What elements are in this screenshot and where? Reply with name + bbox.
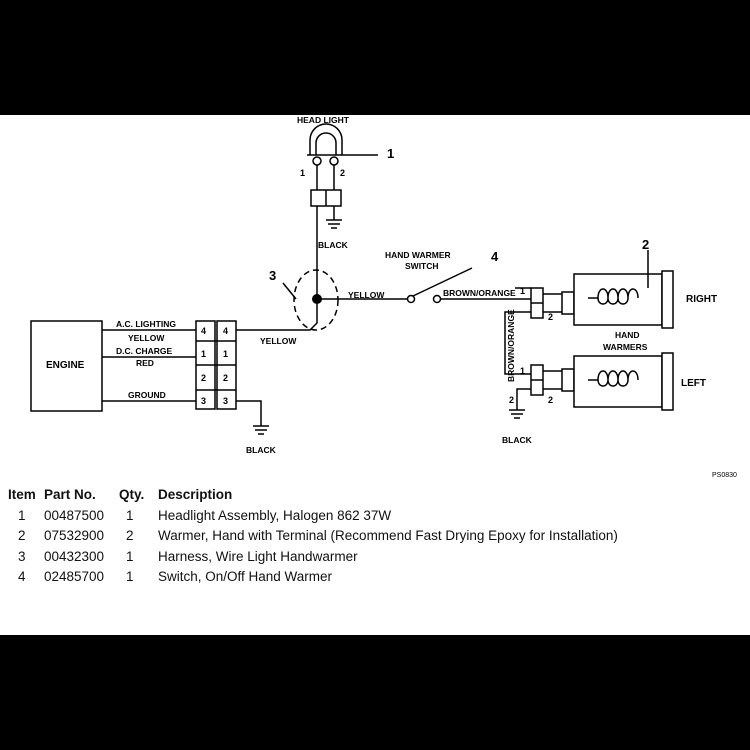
row-part-no: 00432300 <box>44 548 105 564</box>
callout-2: 2 <box>642 237 649 252</box>
headlight-pin2: 2 <box>340 168 345 178</box>
conn-left-pin: 4 <box>201 326 206 336</box>
hand-warmers-line2: WARMERS <box>603 342 648 352</box>
row-qty: 2 <box>126 528 134 543</box>
callout-3: 3 <box>269 268 276 283</box>
figure-code: PS0830 <box>712 472 737 479</box>
headlight-label: HEAD LIGHT <box>297 115 350 125</box>
row-description: Headlight Assembly, Halogen 862 37W <box>158 507 392 523</box>
row-description: Warmer, Hand with Terminal (Recommend Fa… <box>158 528 618 543</box>
dc-charge-label: D.C. CHARGE <box>116 346 173 356</box>
red-label: RED <box>136 358 154 368</box>
warmer-bot-pin2: 2 <box>548 395 553 405</box>
brown-orange-h-label: BROWN/ORANGE <box>443 288 516 298</box>
row-description: Harness, Wire Light Handwarmer <box>158 548 358 564</box>
callout-4: 4 <box>491 249 499 264</box>
ground-label: GROUND <box>128 390 166 400</box>
warmer-top-pin2: 2 <box>548 312 553 322</box>
brown-orange-v-label: BROWN/ORANGE <box>506 309 516 382</box>
conn-right-pin: 2 <box>223 373 228 383</box>
row-item: 1 <box>18 507 26 523</box>
engine-box <box>30 320 103 412</box>
warmer-bot-ground: 2 <box>509 395 514 405</box>
conn-left-pin: 1 <box>201 349 206 359</box>
row-item: 3 <box>18 548 26 564</box>
conn-left-pin: 2 <box>201 373 206 383</box>
row-qty: 1 <box>126 548 134 564</box>
row-part-no: 02485700 <box>44 569 105 584</box>
parts-table-header: Item Part No. Qty. Description <box>8 487 708 508</box>
left-label: LEFT <box>681 378 706 389</box>
table-row: 3 00432300 1 Harness, Wire Light Handwar… <box>8 549 708 570</box>
junction-dot <box>312 294 322 304</box>
row-item: 2 <box>18 528 26 543</box>
table-row: 1 00487500 1 Headlight Assembly, Halogen… <box>8 508 708 529</box>
right-label: RIGHT <box>686 294 717 305</box>
header-description: Description <box>158 487 233 502</box>
yellow-main-label: YELLOW <box>260 336 297 346</box>
black-top-label: BLACK <box>318 240 349 250</box>
table-row: 2 07532900 2 Warmer, Hand with Terminal … <box>8 528 708 549</box>
conn-right-pin: 4 <box>223 326 228 336</box>
parts-table: Item Part No. Qty. Description 1 0048750… <box>8 487 708 590</box>
headlight-pin1: 1 <box>300 168 305 178</box>
table-row: 4 02485700 1 Switch, On/Off Hand Warmer <box>8 569 708 590</box>
black-right-label: BLACK <box>502 435 533 445</box>
callout-3-circle <box>293 269 339 331</box>
switch-label-line2: SWITCH <box>405 261 439 271</box>
ac-lighting-label: A.C. LIGHTING <box>116 319 176 329</box>
row-item: 4 <box>18 569 26 584</box>
warmer-top-pin1: 1 <box>520 286 525 296</box>
yellow-engine-label: YELLOW <box>128 333 165 343</box>
callout-1: 1 <box>387 146 394 161</box>
engine-label: ENGINE <box>46 360 85 371</box>
row-description: Switch, On/Off Hand Warmer <box>158 569 333 584</box>
switch-label-line1: HAND WARMER <box>385 250 451 260</box>
header-item: Item <box>8 487 36 502</box>
header-qty: Qty. <box>119 487 145 502</box>
row-qty: 1 <box>126 507 134 523</box>
yellow-branch-label: YELLOW <box>348 290 385 300</box>
black-bottom-label: BLACK <box>246 445 277 455</box>
conn-right-pin: 1 <box>223 349 228 359</box>
hand-warmers-line1: HAND <box>615 330 640 340</box>
row-qty: 1 <box>126 569 134 584</box>
header-part-no: Part No. <box>44 487 96 502</box>
headlight-bulb <box>309 123 343 155</box>
row-part-no: 00487500 <box>44 507 105 523</box>
row-part-no: 07532900 <box>44 528 105 543</box>
warmer-bot-pin1: 1 <box>520 366 525 376</box>
conn-left-pin: 3 <box>201 396 206 406</box>
conn-right-pin: 3 <box>223 396 228 406</box>
